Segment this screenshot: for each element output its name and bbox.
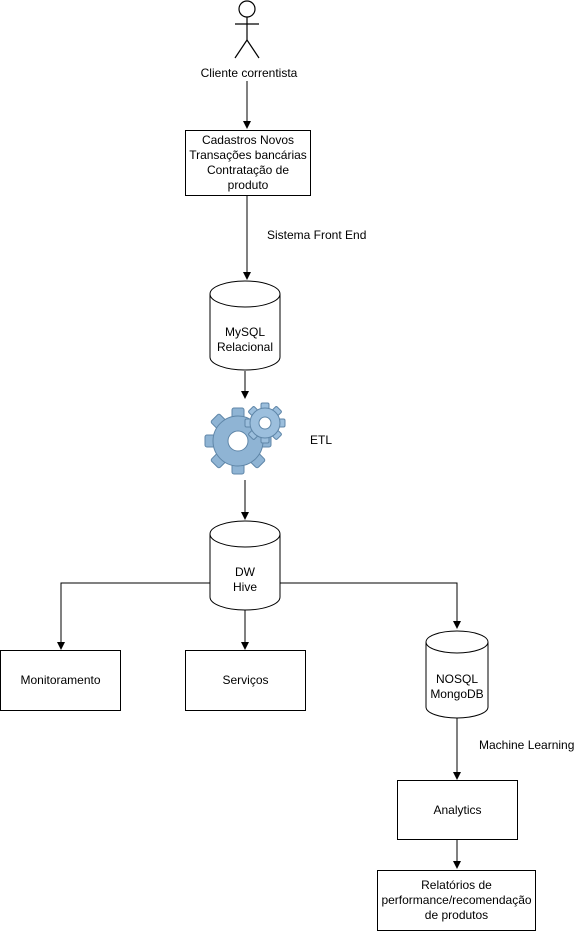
actor-icon (234, 0, 260, 59)
gears-icon (204, 402, 286, 475)
ml-edge-label: Machine Learning (479, 738, 575, 752)
mysql-label: MySQL Relacional (216, 325, 274, 354)
frontend-edge-label: Sistema Front End (267, 228, 367, 242)
frontend-box[interactable]: Cadastros Novos Transações bancárias Con… (185, 130, 311, 196)
servicos-box[interactable]: Serviços (185, 650, 306, 711)
nosql-label: NOSQL MongoDB (430, 672, 484, 701)
nosql-cylinder (425, 630, 489, 719)
edge-dw-to-monitoramento (57, 582, 210, 650)
analytics-box[interactable]: Analytics (397, 780, 518, 840)
actor-label: Cliente correntista (199, 66, 299, 81)
dw-label: DW Hive (232, 565, 257, 594)
mysql-cylinder (209, 280, 281, 371)
etl-label: ETL (310, 433, 333, 447)
relatorios-box[interactable]: Relatórios de performance/recomendação d… (377, 870, 536, 931)
monitoramento-box[interactable]: Monitoramento (0, 650, 121, 711)
edge-dw-to-nosql (280, 582, 461, 629)
dw-cylinder (209, 520, 281, 611)
